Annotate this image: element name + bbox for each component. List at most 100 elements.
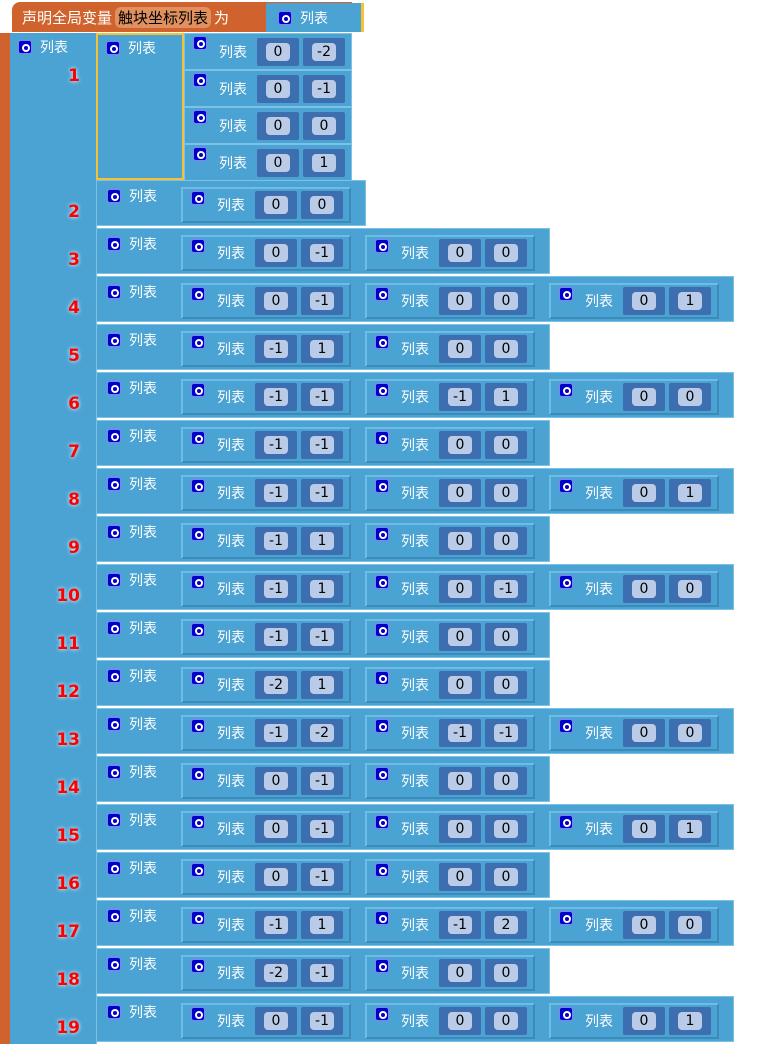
number-value[interactable]: 0: [264, 820, 288, 838]
number-block[interactable]: -1: [255, 479, 297, 507]
number-value[interactable]: 0: [632, 484, 656, 502]
number-value[interactable]: 0: [494, 1012, 518, 1030]
number-value[interactable]: 0: [312, 116, 336, 135]
number-value[interactable]: 0: [632, 916, 656, 934]
number-block[interactable]: -1: [439, 383, 481, 411]
row-list-block[interactable]: 列表: [96, 33, 184, 180]
gear-icon[interactable]: [559, 719, 573, 733]
number-value[interactable]: 0: [678, 388, 702, 406]
number-block[interactable]: 0: [255, 191, 297, 219]
number-value[interactable]: -2: [312, 42, 336, 61]
number-block[interactable]: 0: [669, 575, 711, 603]
number-value[interactable]: -2: [310, 724, 334, 742]
gear-icon[interactable]: [375, 815, 389, 829]
number-value[interactable]: 0: [494, 772, 518, 790]
number-block[interactable]: -1: [303, 74, 345, 103]
number-block[interactable]: 0: [257, 74, 299, 103]
gear-icon[interactable]: [375, 719, 389, 733]
number-value[interactable]: 0: [266, 42, 290, 61]
number-value[interactable]: 0: [494, 532, 518, 550]
number-block[interactable]: 0: [485, 287, 527, 315]
number-value[interactable]: -1: [264, 340, 288, 358]
number-value[interactable]: -1: [310, 388, 334, 406]
number-block[interactable]: 0: [439, 671, 481, 699]
number-value[interactable]: -1: [264, 484, 288, 502]
number-value[interactable]: -1: [310, 1012, 334, 1030]
number-value[interactable]: -1: [448, 916, 472, 934]
number-block[interactable]: -1: [301, 863, 343, 891]
gear-icon[interactable]: [191, 335, 205, 349]
number-value[interactable]: 0: [448, 580, 472, 598]
number-value[interactable]: 0: [266, 153, 290, 172]
number-block[interactable]: 0: [485, 431, 527, 459]
number-block[interactable]: 0: [485, 479, 527, 507]
coordinate-pair-block[interactable]: 列表-1-1: [181, 619, 351, 655]
number-block[interactable]: 1: [669, 479, 711, 507]
gear-icon[interactable]: [559, 287, 573, 301]
gear-icon[interactable]: [559, 479, 573, 493]
number-value[interactable]: -1: [310, 436, 334, 454]
gear-icon[interactable]: [107, 765, 121, 779]
gear-icon[interactable]: [107, 717, 121, 731]
number-block[interactable]: 0: [255, 815, 297, 843]
number-value[interactable]: 1: [678, 292, 702, 310]
gear-icon[interactable]: [107, 909, 121, 923]
number-block[interactable]: 0: [257, 111, 299, 140]
number-value[interactable]: 0: [264, 772, 288, 790]
number-value[interactable]: 0: [448, 340, 472, 358]
number-value[interactable]: -2: [264, 676, 288, 694]
number-block[interactable]: -1: [485, 719, 527, 747]
number-value[interactable]: 0: [448, 820, 472, 838]
gear-icon[interactable]: [107, 621, 121, 635]
gear-icon[interactable]: [107, 381, 121, 395]
number-block[interactable]: 1: [301, 671, 343, 699]
number-block[interactable]: 0: [439, 479, 481, 507]
number-value[interactable]: -1: [310, 772, 334, 790]
number-block[interactable]: 0: [439, 1007, 481, 1035]
number-block[interactable]: 0: [439, 863, 481, 891]
number-value[interactable]: -1: [264, 628, 288, 646]
coordinate-pair-block[interactable]: 列表-1-1: [181, 379, 351, 415]
number-block[interactable]: -1: [301, 431, 343, 459]
number-block[interactable]: 0: [669, 383, 711, 411]
gear-icon[interactable]: [375, 863, 389, 877]
number-value[interactable]: -1: [264, 436, 288, 454]
number-block[interactable]: -1: [301, 287, 343, 315]
number-value[interactable]: -1: [494, 580, 518, 598]
number-value[interactable]: 0: [494, 868, 518, 886]
number-block[interactable]: 0: [439, 287, 481, 315]
number-block[interactable]: 0: [439, 431, 481, 459]
number-block[interactable]: -1: [301, 959, 343, 987]
number-block[interactable]: 0: [485, 959, 527, 987]
number-block[interactable]: 1: [669, 1007, 711, 1035]
variable-name-field[interactable]: 触块坐标列表: [115, 6, 212, 28]
number-block[interactable]: 0: [255, 1007, 297, 1035]
number-value[interactable]: 1: [310, 532, 334, 550]
number-value[interactable]: 0: [632, 724, 656, 742]
gear-icon[interactable]: [375, 335, 389, 349]
number-value[interactable]: 0: [448, 964, 472, 982]
number-value[interactable]: -1: [310, 964, 334, 982]
gear-icon[interactable]: [375, 911, 389, 925]
number-value[interactable]: 0: [264, 196, 288, 214]
number-value[interactable]: 0: [494, 292, 518, 310]
